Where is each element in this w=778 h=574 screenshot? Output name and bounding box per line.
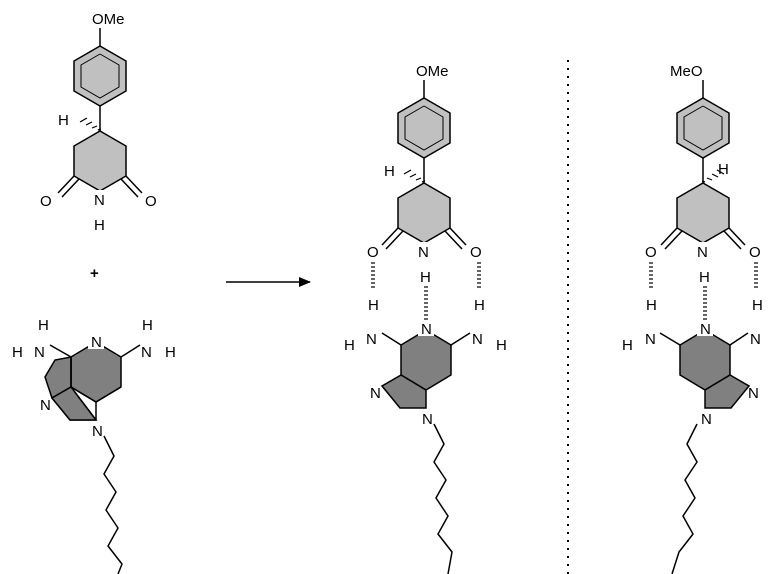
hydrogen-bonds	[371, 262, 481, 320]
n-label: N	[421, 321, 432, 338]
n-label: N	[422, 411, 433, 428]
hexyl-chain	[433, 423, 453, 574]
h-label: H	[142, 317, 153, 334]
h-label: H	[474, 297, 485, 314]
methoxy-label: OMe	[92, 11, 125, 28]
o-label: O	[470, 244, 482, 261]
h-label: H	[384, 163, 395, 180]
n-label: N	[40, 397, 51, 414]
o-label: O	[40, 193, 52, 210]
hydrogen-bonds	[649, 262, 758, 320]
h-label: H	[646, 297, 657, 314]
n-label: N	[418, 244, 429, 261]
h-label: H	[496, 337, 507, 354]
benzene-ring	[73, 45, 127, 107]
n-label: N	[697, 244, 708, 261]
n-label: N	[366, 331, 377, 348]
n-label: N	[645, 331, 656, 348]
o-label: O	[145, 193, 157, 210]
n-label: N	[701, 411, 712, 428]
n-label: N	[94, 192, 105, 209]
n-label: N	[750, 331, 761, 348]
h-label: H	[38, 317, 49, 334]
h-label: H	[165, 344, 176, 361]
imidazole-ring	[380, 374, 427, 409]
n-label: N	[748, 385, 759, 402]
plus-sign: +	[90, 265, 99, 282]
h-label: H	[94, 217, 105, 234]
h-label: H	[420, 269, 431, 286]
methoxy-label: OMe	[416, 63, 449, 80]
n-label: N	[370, 385, 381, 402]
h-label: H	[622, 337, 633, 354]
glutarimide-ring	[73, 130, 127, 192]
hexyl-chain	[671, 423, 698, 574]
h-label: H	[752, 297, 763, 314]
glutarimide-ring	[397, 182, 451, 244]
complex-right: MeO H O O N H N N N N	[622, 63, 763, 574]
n-label: N	[92, 423, 103, 440]
reactant-glutarimide: OMe H O O N H	[40, 11, 157, 234]
reactant-purine: N N N N H H N H H	[12, 317, 176, 574]
h-label: H	[368, 297, 379, 314]
n-label: N	[141, 344, 152, 361]
o-label: O	[749, 244, 761, 261]
n-label: N	[34, 344, 45, 361]
benzene-ring	[397, 97, 451, 159]
o-label: O	[367, 244, 379, 261]
pyrimidine-ring	[70, 341, 122, 403]
o-label: O	[645, 244, 657, 261]
n-label: N	[472, 331, 483, 348]
imidazole-ring	[704, 374, 751, 409]
h-label: H	[58, 112, 69, 129]
h-label: H	[718, 161, 729, 178]
h-label: H	[699, 269, 710, 286]
h-label: H	[12, 344, 23, 361]
glutarimide-ring	[676, 182, 730, 244]
hexyl-chain	[103, 435, 123, 574]
methoxy-label: MeO	[670, 63, 703, 80]
n-label: N	[700, 321, 711, 338]
h-label: H	[344, 337, 355, 354]
complex-middle: OMe H O O N H N N N N	[344, 63, 507, 574]
n-label: N	[91, 334, 102, 351]
benzene-ring	[676, 97, 730, 159]
